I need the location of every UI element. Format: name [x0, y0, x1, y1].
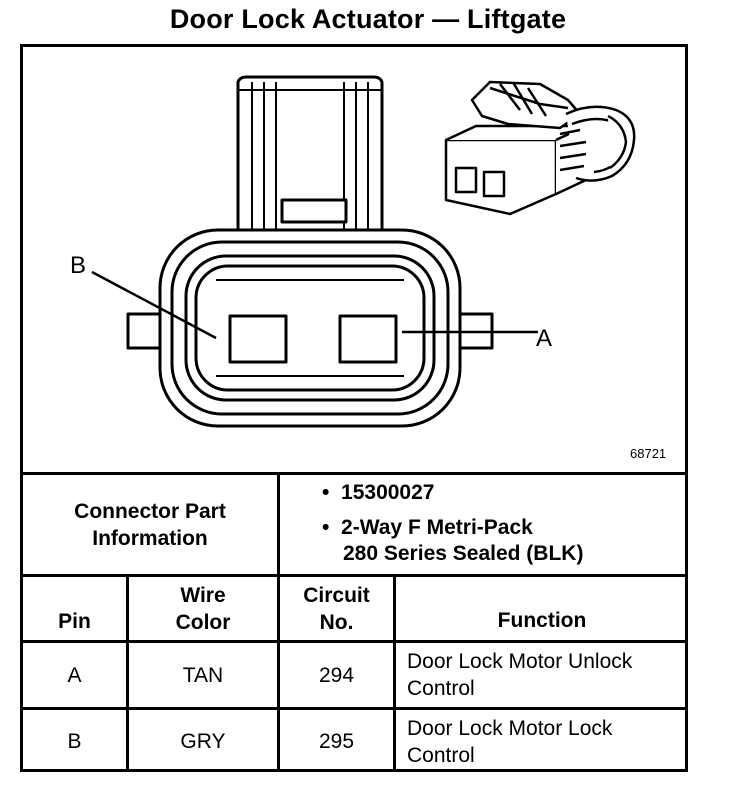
row-b-wire-color: GRY	[180, 730, 226, 753]
connector-latch	[236, 75, 384, 232]
connector-isometric	[444, 80, 636, 216]
part-number: 15300027	[341, 481, 435, 504]
terminal-cavity-a	[338, 314, 398, 364]
header-function: Function	[497, 609, 587, 632]
column-divider-2	[277, 574, 280, 772]
info-column-divider	[277, 472, 280, 576]
table-divider-header	[20, 640, 688, 643]
figure-number: 68721	[630, 446, 667, 461]
row-a-pin: A	[67, 664, 82, 687]
description-line: • 2-Way F Metri-Pack	[322, 516, 533, 539]
connector-housing	[158, 228, 462, 428]
connector-info-label: Connector Part Information	[74, 500, 226, 550]
leader-line-b	[91, 270, 217, 340]
diagram-frame	[20, 44, 688, 772]
header-circuit-no: Circuit No.	[303, 584, 370, 634]
row-b-pin: B	[67, 730, 82, 753]
pin-label-b: B	[70, 252, 86, 279]
terminal-cavity-b	[228, 314, 288, 364]
part-number-line: • 15300027	[322, 481, 435, 504]
page-title: Door Lock Actuator — Liftgate	[169, 4, 567, 34]
column-divider-1	[126, 574, 129, 772]
connector-description-line1: 2-Way F Metri-Pack	[341, 516, 533, 539]
connector-description-line2: 280 Series Sealed (BLK)	[343, 542, 584, 565]
row-a-circuit: 294	[318, 664, 355, 687]
row-a-function: Door Lock Motor Unlock Control	[407, 650, 633, 700]
table-top-border	[20, 472, 688, 475]
connector-tab-left	[126, 312, 164, 350]
row-a-wire-color: TAN	[182, 664, 224, 687]
connector-drawing: B A	[70, 75, 636, 428]
header-pin: Pin	[58, 610, 91, 633]
header-wire-color: Wire Color	[175, 584, 231, 634]
row-b-circuit: 295	[318, 730, 355, 753]
column-divider-3	[393, 574, 396, 772]
table-divider-info	[20, 574, 688, 577]
pin-label-a: A	[536, 325, 552, 352]
row-b-function: Door Lock Motor Lock Control	[407, 717, 613, 767]
table-divider-row	[20, 707, 688, 710]
